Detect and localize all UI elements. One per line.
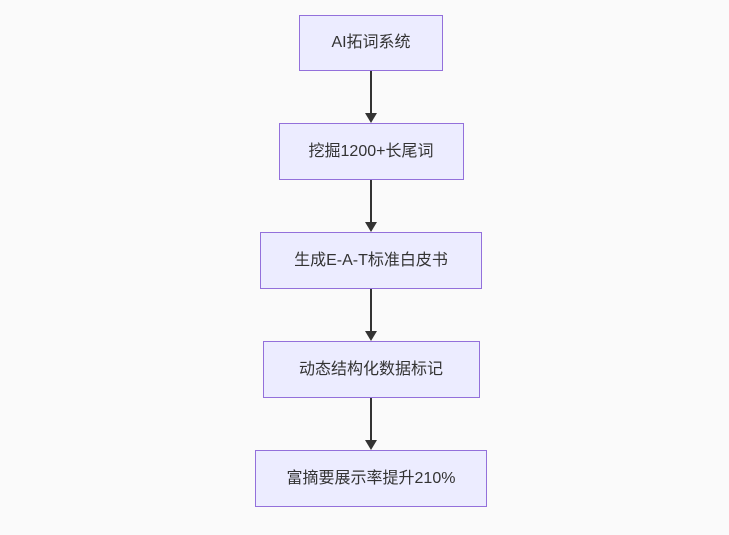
flow-node-label: AI拓词系统 [331,34,411,51]
flow-node-label: 富摘要展示率提升210% [286,469,456,487]
arrowhead-down-icon [365,331,377,341]
flow-node-eat-whitepaper: 生成E-A-T标准白皮书 [260,232,482,289]
edge-line [370,289,372,331]
flow-node-longtail-mining: 挖掘1200+长尾词 [278,123,464,180]
flow-node-ai-keyword-system: AI拓词系统 [299,15,443,71]
flow-edge-4 [365,398,377,450]
flow-node-structured-data-markup: 动态结构化数据标记 [262,341,480,398]
arrowhead-down-icon [365,113,377,123]
edge-line [370,398,372,440]
flow-node-label: 动态结构化数据标记 [298,360,443,378]
flow-edge-3 [365,289,377,341]
flowchart-canvas: AI拓词系统 挖掘1200+长尾词 生成E-A-T标准白皮书 动态结构化数据标记… [13,15,729,507]
edge-line [370,180,372,222]
flow-node-label: 挖掘1200+长尾词 [308,142,434,160]
flow-edge-1 [365,71,377,123]
flow-node-rich-snippet-result: 富摘要展示率提升210% [255,450,487,507]
arrowhead-down-icon [365,440,377,450]
flow-edge-2 [365,180,377,232]
edge-line [370,71,372,113]
flow-node-label: 生成E-A-T标准白皮书 [294,251,448,269]
arrowhead-down-icon [365,222,377,232]
